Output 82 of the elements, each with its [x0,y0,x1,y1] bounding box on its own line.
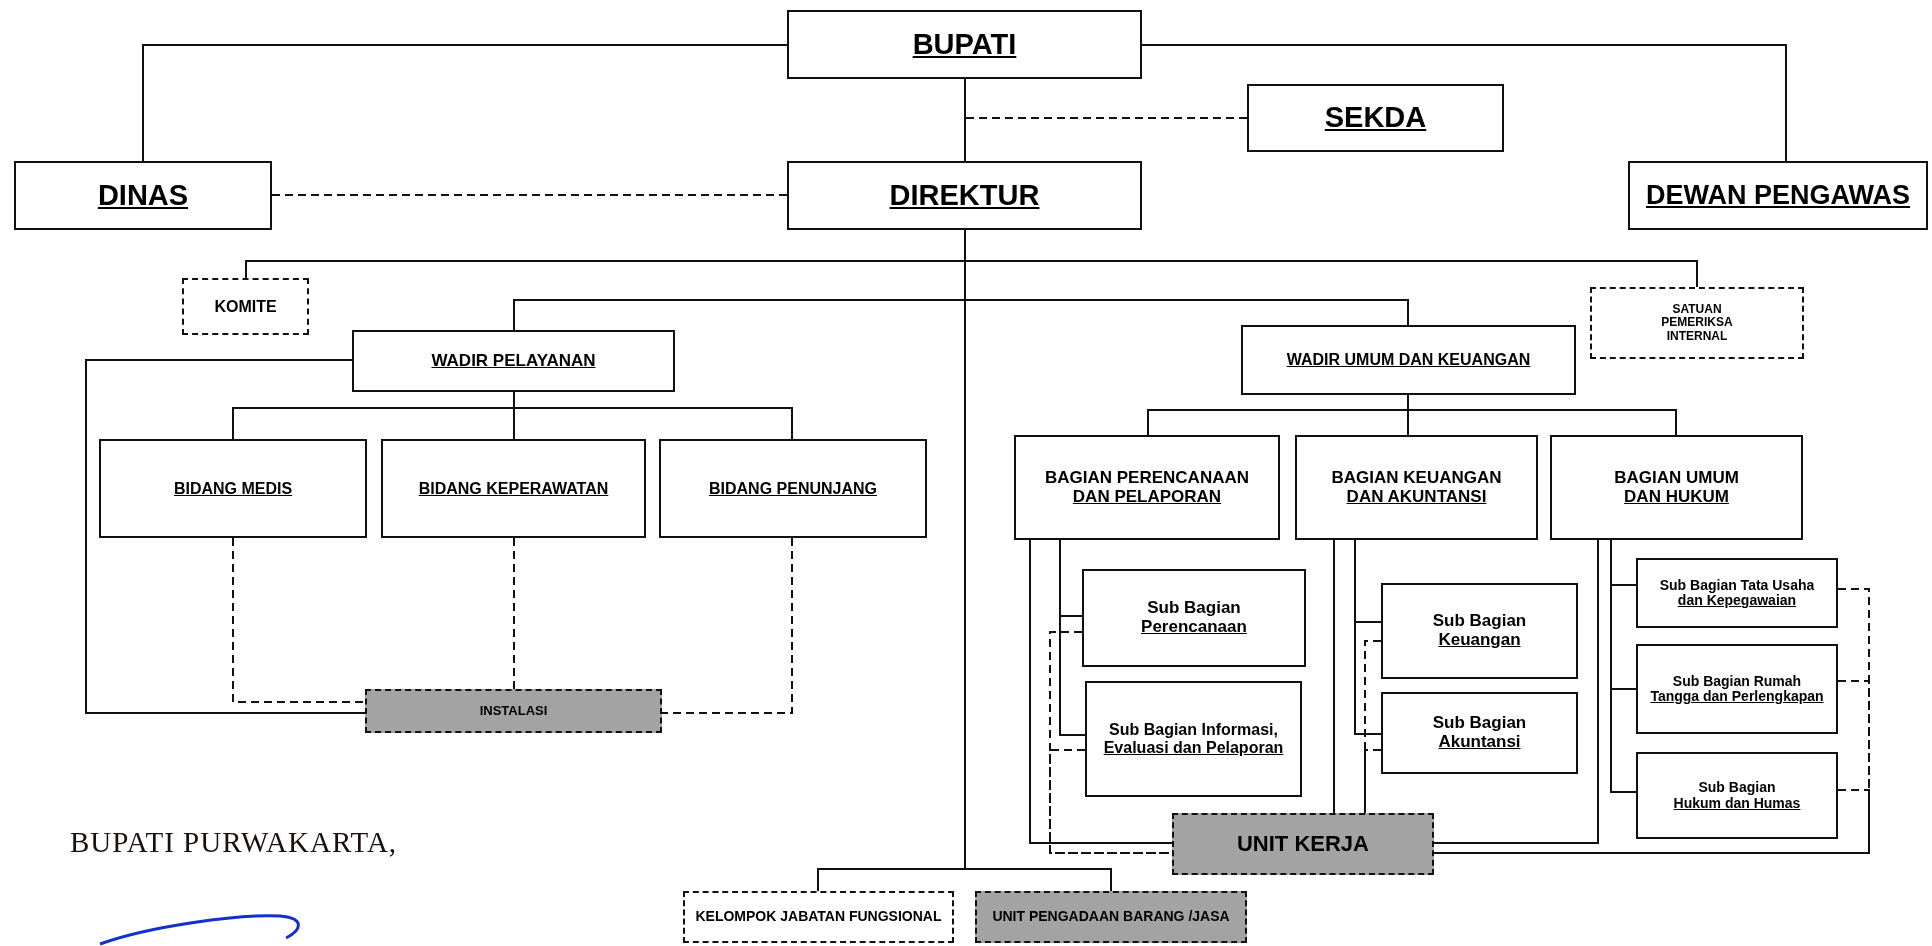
unit-title: BIDANG MEDIS [173,479,293,498]
unit-title: KELOMPOK JABATAN FUNGSIONAL [695,909,942,925]
unit-title: BIDANG KEPERAWATAN [418,479,609,498]
org-unit-box [1247,84,1504,152]
unit-title: WADIR PELAYANAN [431,351,596,371]
unit-title: Sub Bagian Tata Usaha [1659,577,1815,593]
org-unit-box [1172,813,1434,875]
org-unit-box [1636,644,1838,734]
org-unit-box [1082,569,1306,667]
unit-title: Sub Bagian [1698,780,1776,796]
unit-title: DEWAN PENGAWAS [1646,180,1910,211]
connector-line [271,194,788,196]
org-unit-box [1550,435,1803,540]
connector-line [1433,539,1599,844]
unit-title: SATUAN PEMERIKSA INTERNAL [1660,303,1734,343]
org-unit-box [1628,161,1928,230]
unit-title: BUPATI [912,28,1017,61]
org-unit-box [14,161,272,230]
unit-title: Hukum dan Humas [1673,795,1801,811]
unit-title: DAN HUKUM [1624,487,1729,507]
unit-title: SEKDA [1324,102,1427,134]
connector-line [1364,749,1382,814]
unit-title: Keuangan [1438,631,1521,650]
unit-title: BAGIAN UMUM [1614,468,1739,488]
unit-title: BAGIAN KEUANGAN [1331,468,1502,488]
org-unit-box [1381,692,1578,774]
unit-title: DINAS [97,179,189,212]
unit-title: Sub Bagian [1432,612,1527,631]
org-unit-box [1014,435,1280,540]
unit-title: DAN AKUNTANSI [1346,487,1487,507]
unit-title: DAN PELAPORAN [1072,487,1222,507]
org-unit-box [365,689,662,733]
connector-line [661,537,793,714]
org-unit-box [99,439,367,538]
connector-line [513,537,515,690]
connector-line [1407,394,1677,436]
unit-title: BAGIAN PERENCANAAN [1045,468,1249,488]
unit-title: WADIR UMUM DAN KEUANGAN [1286,351,1531,369]
unit-title: Sub Bagian Rumah [1672,673,1802,689]
org-unit-box [1085,681,1302,797]
connector-line [1610,539,1637,793]
org-unit-box [1636,558,1838,628]
unit-title: KOMITE [214,297,277,316]
connector-line [1141,44,1787,162]
unit-title: Sub Bagian Informasi, [1109,721,1278,739]
org-unit-box [1241,325,1576,395]
connector-line [1354,539,1382,735]
connector-line [232,537,366,703]
connector-line [1433,789,1870,854]
connector-line [1364,640,1382,814]
connector-line [1029,539,1173,844]
unit-title: DIREKTUR [889,179,1040,212]
connector-line [1333,539,1335,814]
connector-line [85,359,366,714]
unit-title: Sub Bagian [1432,714,1527,733]
org-unit-box [182,278,309,335]
org-unit-box [381,439,646,538]
connector-line [142,44,788,162]
org-unit-box [352,330,675,392]
unit-title: Perencanaan [1141,618,1247,637]
unit-title: dan Kepegawaian [1677,593,1797,609]
org-unit-box [683,891,954,943]
org-unit-box [659,439,927,538]
unit-title: Evaluasi dan Pelaporan [1103,739,1284,757]
signatory-title: BUPATI PURWAKARTA, [70,826,398,859]
connector-line [513,391,793,440]
unit-title: INSTALASI [479,703,548,719]
unit-title: Sub Bagian [1147,599,1241,618]
connector-line [1059,539,1086,736]
unit-title: UNIT PENGADAAN BARANG /JASA [992,909,1230,925]
org-unit-box [1636,752,1838,839]
org-unit-box [787,10,1142,79]
unit-title: Akuntansi [1438,733,1521,752]
unit-title: UNIT KERJA [1237,831,1369,857]
org-unit-box [1590,287,1804,359]
unit-title: BIDANG PENUNJANG [709,479,877,498]
org-unit-box [787,161,1142,230]
org-unit-box [975,891,1247,943]
org-unit-box [1295,435,1538,540]
unit-title: Tangga dan Perlengkapan [1650,689,1824,705]
org-unit-box [1381,583,1578,679]
connector-line [964,78,966,162]
